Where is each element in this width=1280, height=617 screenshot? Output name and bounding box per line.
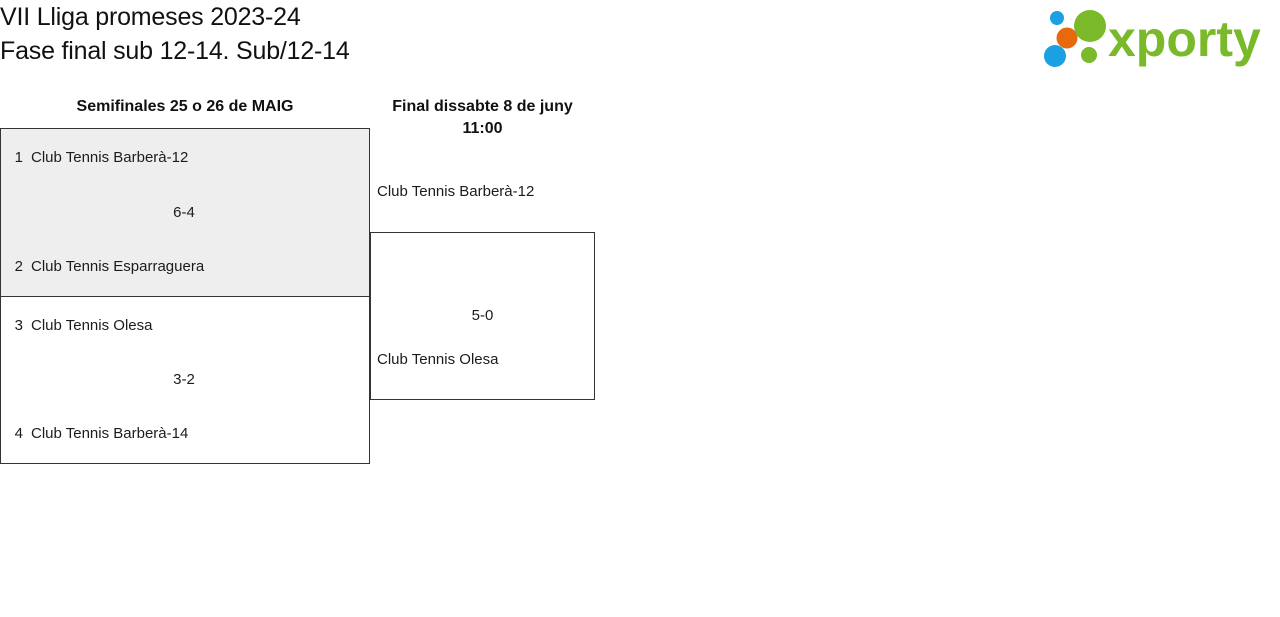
logo-dot-blue-large: [1044, 45, 1066, 67]
round-header-final: Final dissabte 8 de juny 11:00: [392, 98, 573, 137]
team-name: Club Tennis Barberà-14: [31, 425, 189, 442]
seed-number: 4: [14, 425, 23, 442]
seed-number: 2: [14, 258, 23, 275]
match-score: 6-4: [173, 203, 195, 221]
team-name: Club Tennis Esparraguera: [31, 258, 205, 275]
match-semifinal-2[interactable]: 3 Club Tennis Olesa 3-2 4 Club Tennis Ba…: [0, 296, 370, 464]
match-team-bottom[interactable]: 4 Club Tennis Barberà-14: [1, 423, 369, 445]
page-title: VII Lliga promeses 2023-24 Fase final su…: [0, 3, 350, 65]
team-name: Club Tennis Barberà-12: [31, 149, 189, 166]
logo-wordmark: xporty: [1108, 11, 1261, 67]
match-final[interactable]: 5-0: [370, 232, 595, 400]
final-team-top[interactable]: Club Tennis Barberà-12: [377, 183, 535, 200]
team-name: Club Tennis Olesa: [31, 317, 153, 334]
round-header-semifinals: Semifinales 25 o 26 de MAIG: [76, 98, 294, 115]
match-score: 5-0: [471, 307, 494, 324]
final-team-bottom[interactable]: Club Tennis Olesa: [377, 351, 499, 368]
seed-number: 3: [14, 317, 23, 334]
logo-dot-orange: [1056, 27, 1078, 49]
match-score: 3-2: [173, 371, 195, 388]
xporty-logo: xporty: [1042, 4, 1272, 70]
logo-dot-green-large: [1074, 10, 1106, 42]
match-semifinal-1[interactable]: 1 Club Tennis Barberà-12 6-4 2 Club Tenn…: [0, 128, 370, 297]
logo-dot-blue-small: [1050, 11, 1064, 25]
seed-number: 1: [14, 149, 23, 166]
match-team-top[interactable]: 3 Club Tennis Olesa: [1, 315, 369, 337]
match-team-bottom[interactable]: 2 Club Tennis Esparraguera: [1, 256, 369, 278]
logo-dot-green-small: [1081, 47, 1097, 63]
match-team-top[interactable]: 1 Club Tennis Barberà-12: [1, 147, 369, 169]
